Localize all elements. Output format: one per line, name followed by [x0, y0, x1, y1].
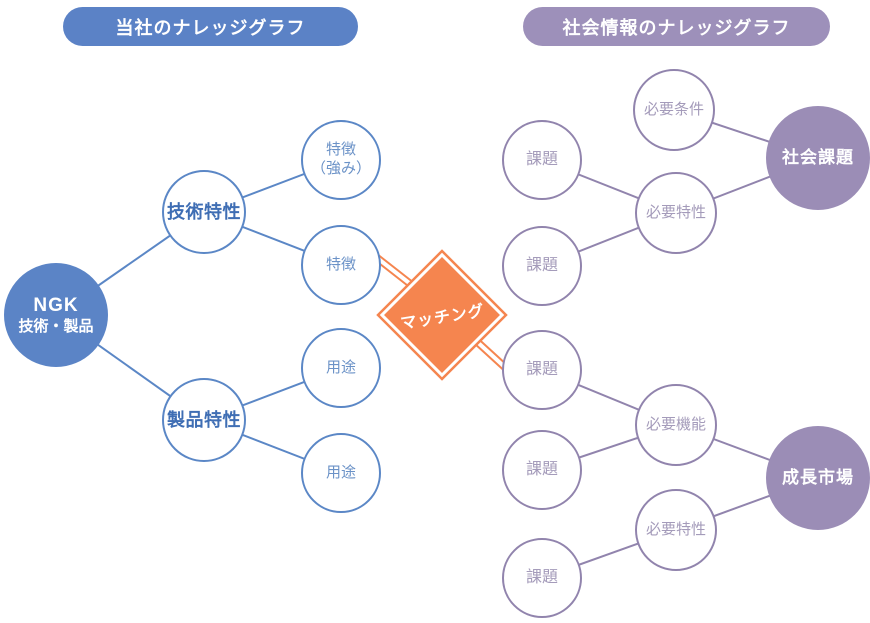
node-required-function: 必要機能 [635, 384, 717, 466]
node-tech-trait: 技術特性 [162, 170, 246, 254]
node-required-trait-top: 必要特性 [635, 172, 717, 254]
use-bottom-label: 用途 [325, 463, 356, 481]
feature-strength-line1: 特徴 [325, 141, 356, 159]
node-social-issue: 社会課題 [766, 106, 870, 210]
node-use-top: 用途 [301, 328, 381, 408]
node-feature: 特徴 [301, 225, 381, 305]
node-issue-2: 課題 [502, 226, 582, 306]
product-trait-label: 製品特性 [167, 409, 241, 430]
tech-trait-label: 技術特性 [167, 201, 241, 222]
node-required-trait-bottom: 必要特性 [635, 489, 717, 571]
node-growth-market: 成長市場 [766, 426, 870, 530]
issue-2-label: 課題 [525, 257, 558, 274]
social-graph-badge-label: 社会情報のナレッジグラフ [562, 17, 791, 38]
ngk-root-line2: 技術・製品 [18, 317, 94, 335]
company-graph-badge: 当社のナレッジグラフ [63, 7, 358, 46]
required-condition-label: 必要条件 [643, 100, 704, 118]
node-ngk-root: NGK 技術・製品 [4, 263, 108, 367]
feature-label: 特徴 [325, 255, 356, 273]
use-top-label: 用途 [325, 358, 356, 376]
node-product-trait: 製品特性 [162, 378, 246, 462]
issue-3-label: 課題 [525, 361, 558, 378]
required-trait-bottom-label: 必要特性 [645, 520, 706, 538]
node-use-bottom: 用途 [301, 433, 381, 513]
growth-market-label: 成長市場 [782, 468, 854, 488]
node-feature-strength: 特徴 （強み） [301, 120, 381, 200]
social-graph-badge: 社会情報のナレッジグラフ [523, 7, 830, 46]
issue-4-label: 課題 [525, 461, 558, 478]
company-graph-badge-label: 当社のナレッジグラフ [115, 17, 306, 38]
social-issue-label: 社会課題 [782, 148, 854, 168]
node-issue-3: 課題 [502, 330, 582, 410]
node-issue-4: 課題 [502, 430, 582, 510]
issue-1-label: 課題 [525, 151, 558, 168]
matching-diamond: マッチング [379, 252, 505, 378]
required-function-label: 必要機能 [645, 415, 706, 433]
node-issue-1: 課題 [502, 120, 582, 200]
required-trait-top-label: 必要特性 [645, 203, 706, 221]
issue-5-label: 課題 [525, 569, 558, 586]
node-issue-5: 課題 [502, 538, 582, 618]
ngk-root-line1: NGK [33, 294, 79, 316]
feature-strength-line2: （強み） [310, 160, 371, 177]
matching-label: マッチング [399, 302, 486, 333]
node-required-condition: 必要条件 [633, 69, 715, 151]
